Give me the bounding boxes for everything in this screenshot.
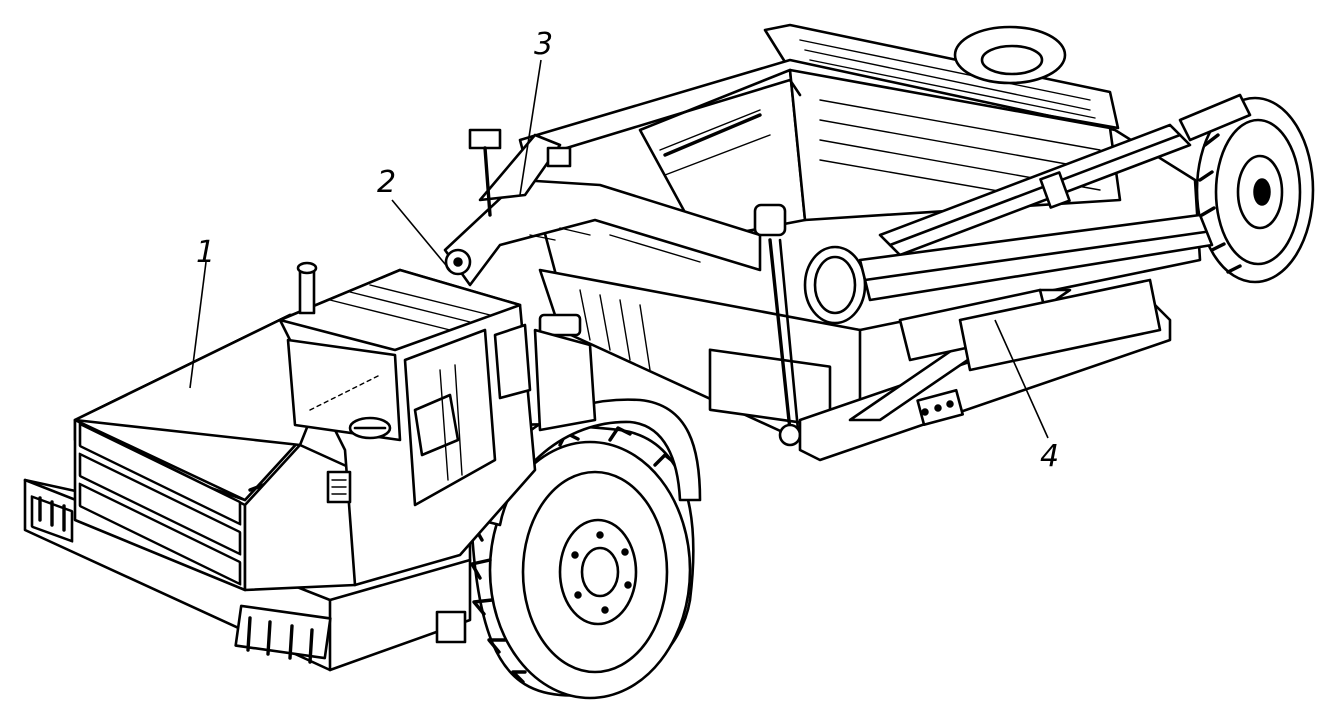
tow-bracket (435, 610, 467, 644)
draft-frame (443, 128, 762, 287)
hydraulic-cylinders (878, 93, 1252, 257)
cylinder-end-mount (1178, 93, 1252, 142)
front-bumper-grille (30, 495, 74, 543)
apron-rear-plate (958, 278, 1162, 372)
lift-assembly (708, 203, 1214, 447)
frame-bracket (546, 146, 572, 168)
draft-frame-gooseneck (443, 178, 762, 287)
leader-lines (189, 59, 1049, 439)
label-3: 3 (534, 27, 553, 62)
side-beam-upper (858, 213, 1214, 302)
rear-wheel (953, 25, 1315, 284)
label-1: 1 (196, 235, 215, 270)
lift-strut-bottom-joint (778, 423, 802, 447)
exhaust-cap (296, 261, 318, 275)
front-hub-cap (580, 546, 620, 598)
bowl-side-rail (558, 78, 802, 152)
cab-seat (413, 393, 460, 457)
cab-rear-box (533, 328, 597, 432)
windshield-glare (309, 374, 381, 411)
radiator-louvers (78, 422, 242, 586)
cab-roof (278, 268, 522, 352)
cab-rear-hitch (538, 313, 582, 337)
ejector-hatch (799, 39, 1096, 119)
front-wheel (468, 398, 702, 700)
label-2: 2 (377, 165, 396, 200)
front-post-cap (468, 128, 502, 150)
tractor (23, 261, 597, 672)
bowl-side-bar (663, 113, 762, 157)
part-labels: 1 2 3 4 (196, 27, 1059, 474)
cab-roof-lines (329, 284, 491, 331)
front-post (483, 146, 492, 217)
front-hub-bolts (571, 531, 632, 614)
lift-strut-top-joint (753, 203, 787, 237)
label-4: 4 (1040, 439, 1059, 474)
bowl-inner-hatch (659, 99, 1101, 201)
cab-windshield (286, 338, 402, 442)
leader-line-2 (391, 199, 451, 271)
side-bumper-grille (234, 604, 332, 664)
cab-side-grille-dots (331, 479, 347, 495)
draft-frame-top-arm (478, 133, 562, 202)
draft-frame-hatch (529, 227, 701, 263)
bowl-lower-hatch (579, 289, 651, 371)
lift-strut (768, 238, 792, 432)
leader-line-4 (994, 319, 1049, 439)
leader-line-1 (189, 261, 207, 389)
cab-rear-window (493, 323, 532, 400)
far-rear-hub (980, 44, 1044, 76)
exhaust-stack (298, 266, 316, 315)
leader-line-3 (519, 59, 542, 196)
rear-hub-center (1253, 178, 1271, 206)
apron-frame (798, 278, 1172, 462)
cylinder-collar (1039, 171, 1071, 209)
